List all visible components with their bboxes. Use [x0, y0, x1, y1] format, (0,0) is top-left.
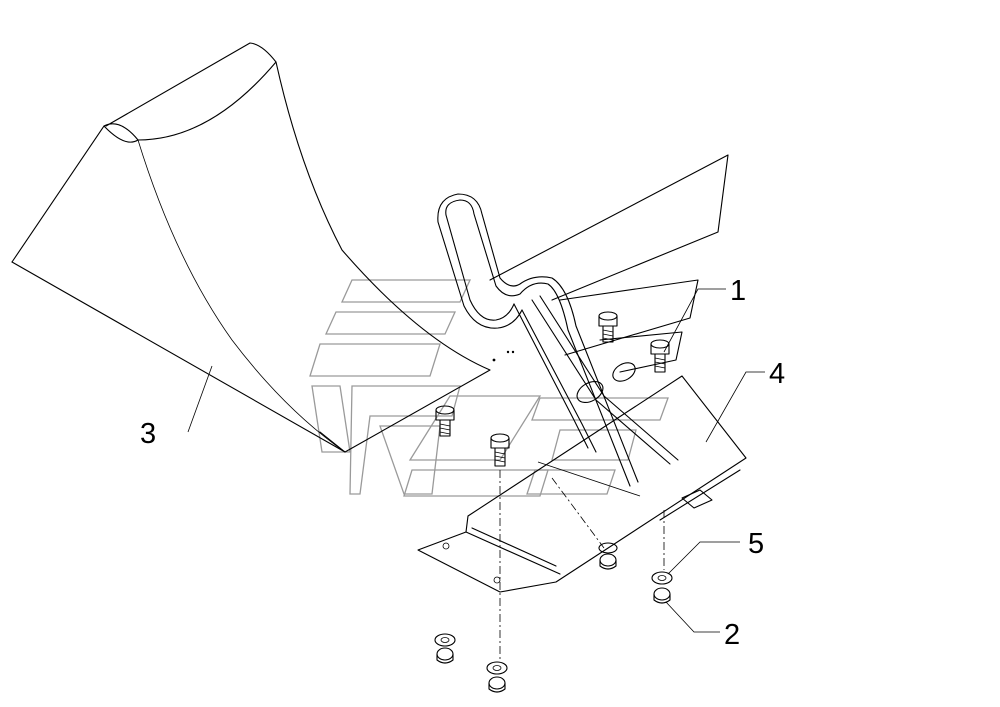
callout-3: 3: [140, 418, 156, 450]
callout-4: 4: [769, 358, 785, 390]
watermark-logo: [309, 279, 669, 497]
bolt-3: [435, 405, 455, 437]
bolt-2: [650, 339, 670, 373]
callout-2: 2: [724, 619, 740, 651]
washer-nut-set-1: [598, 542, 618, 570]
washer-nut-set-4: [486, 661, 508, 693]
leader-lines: [187, 288, 765, 633]
washer-nut-set-3: [434, 633, 456, 664]
washer-5: [651, 571, 673, 585]
callout-1: 1: [730, 275, 746, 307]
nut-2: [653, 587, 671, 604]
wire-bracket: [437, 193, 679, 487]
assembly-lines: [499, 470, 665, 662]
bolt-1: [598, 311, 618, 343]
callout-5: 5: [748, 528, 764, 560]
mounting-plate: [417, 375, 747, 593]
bolt-4: [490, 433, 510, 467]
chute-side-flap: [489, 154, 729, 373]
chute-shield: [11, 42, 515, 453]
